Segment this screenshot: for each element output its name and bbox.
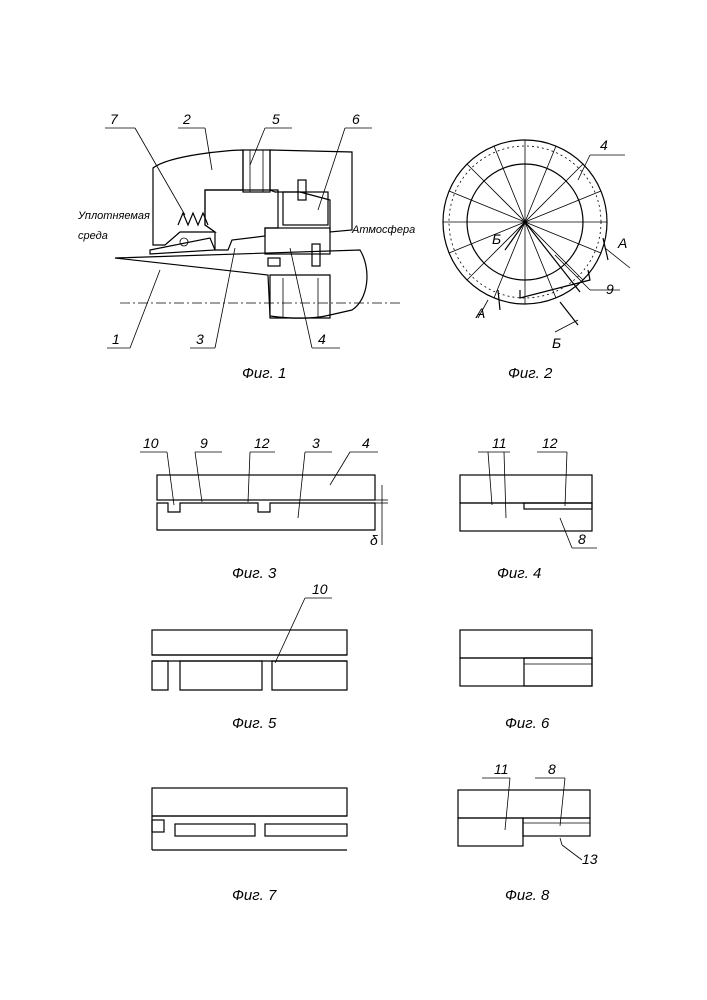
figure-8-section: 11 8 13 Фиг. 8 — [458, 761, 598, 904]
section-a-left: А — [475, 305, 485, 321]
fig8-caption: Фиг. 8 — [505, 887, 550, 904]
atmosphere-text: Атмосфера — [351, 224, 415, 236]
fig1-label-5: 5 — [272, 111, 280, 127]
fig1-label-1: 1 — [112, 331, 120, 347]
fig1-label-6: 6 — [352, 111, 360, 127]
fig3-insert-layer — [157, 475, 375, 500]
housing-right-block — [270, 150, 352, 232]
fig4-label-8: 8 — [578, 531, 586, 547]
fig4-label-11: 11 — [492, 435, 507, 451]
fig4-label-12: 12 — [542, 435, 558, 451]
shaft-part-1 — [115, 250, 367, 318]
figure-6-section: Фиг. 6 — [460, 630, 592, 732]
fig3-label-9: 9 — [200, 435, 208, 451]
fig6-caption: Фиг. 6 — [505, 715, 550, 732]
fig4-caption: Фиг. 4 — [497, 565, 541, 582]
fig1-label-2: 2 — [182, 111, 191, 127]
figure-2-ring-view: 4 9 А А Б Б Фиг. 2 — [443, 137, 630, 382]
shaft-bore — [270, 275, 330, 318]
fig8-label-13: 13 — [582, 851, 598, 867]
fig2-caption: Фиг. 2 — [508, 365, 553, 382]
fig1-label-7: 7 — [110, 111, 119, 127]
fig3-caption: Фиг. 3 — [232, 565, 277, 582]
seal-ring-part-3 — [205, 190, 278, 250]
housing-part-2 — [153, 150, 243, 245]
fig1-label-4: 4 — [318, 331, 326, 347]
section-a-right: А — [617, 235, 627, 251]
fig8-label-8: 8 — [548, 761, 556, 777]
fig3-label-12: 12 — [254, 435, 270, 451]
figure-5-section: 10 Фиг. 5 — [152, 581, 347, 732]
fig5-label-10: 10 — [312, 581, 328, 597]
sealed-medium-text-2: среда — [78, 230, 108, 242]
figure-7-section: Фиг. 7 — [152, 788, 347, 904]
spring-part-7 — [178, 213, 208, 225]
sealed-medium-text: Уплотняемая — [77, 210, 150, 222]
fig1-caption: Фиг. 1 — [242, 365, 286, 382]
fig3-dim-delta: δ — [370, 532, 378, 548]
fig3-label-3: 3 — [312, 435, 320, 451]
fig5-caption: Фиг. 5 — [232, 715, 277, 732]
fig3-label-10: 10 — [143, 435, 159, 451]
fig2-label-9: 9 — [606, 281, 614, 297]
section-b-bottom: Б — [552, 335, 561, 351]
figure-3-section: 10 9 12 3 4 δ Фиг. 3 — [140, 435, 388, 582]
figure-1-seal-assembly: 7 2 5 6 1 3 4 Уплотняемая среда Атмосфер… — [77, 111, 415, 382]
fig2-label-4: 4 — [600, 137, 608, 153]
fig7-caption: Фиг. 7 — [232, 887, 277, 904]
fig1-label-3: 3 — [196, 331, 204, 347]
figure-4-section: 11 12 8 Фиг. 4 — [460, 435, 597, 582]
fig3-label-4: 4 — [362, 435, 370, 451]
section-b-top: Б — [492, 231, 501, 247]
fig8-label-11: 11 — [494, 761, 509, 777]
channel-part-5 — [243, 150, 270, 192]
fig3-base-layer — [157, 503, 375, 530]
